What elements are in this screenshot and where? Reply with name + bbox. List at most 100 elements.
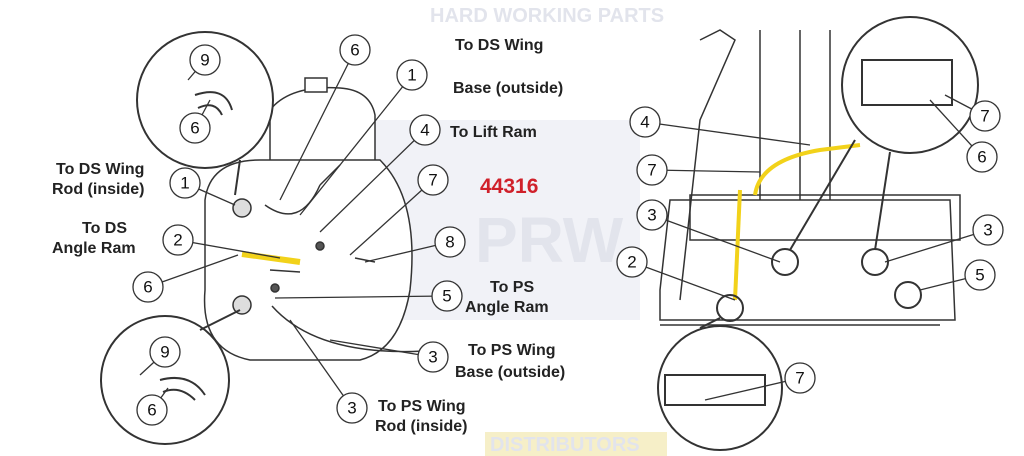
callout-number: 5	[975, 266, 984, 285]
leader-line	[319, 129, 426, 233]
callout-number: 3	[647, 206, 656, 225]
callout-number: 7	[428, 171, 437, 190]
watermark-top-text: HARD WORKING PARTS	[430, 5, 664, 27]
callout-circle	[136, 394, 168, 426]
callout-circle	[417, 341, 449, 373]
callout-11: 5	[274, 280, 463, 312]
callout-number: 6	[143, 278, 152, 297]
callout-number: 7	[980, 107, 989, 126]
label-ps-wing-rod-1: To PS Wing	[378, 398, 466, 415]
label-ds-angle-ram-1: To DS	[82, 220, 127, 237]
inset-bottom-right	[657, 325, 783, 451]
leader-line	[299, 74, 413, 216]
leader-line	[329, 339, 434, 358]
leader-line	[147, 254, 239, 288]
callout-number: 2	[627, 253, 636, 272]
callout-13: 6	[136, 387, 169, 426]
callout-21: 6	[929, 99, 998, 173]
watermark-bottom-text: DISTRIBUTORS	[490, 434, 640, 456]
leader-line	[631, 261, 736, 301]
callout-circle	[966, 141, 998, 173]
callout-number: 6	[147, 401, 156, 420]
label-ps-wing-rod-2: Rod (inside)	[375, 418, 467, 435]
inset-top-left	[136, 31, 274, 169]
label-ds-wing-rod-1: To DS Wing	[56, 161, 144, 178]
callout-number: 2	[173, 231, 182, 250]
callout-circle	[179, 112, 211, 144]
callout-1: 9	[187, 44, 221, 81]
callout-7: 1	[169, 167, 236, 206]
callout-number: 9	[200, 51, 209, 70]
callout-5: 4	[319, 114, 441, 233]
callout-number: 7	[647, 161, 656, 180]
callout-19: 2	[616, 246, 736, 301]
label-ds-angle-ram-2: Angle Ram	[52, 240, 136, 257]
leader-line	[651, 169, 761, 173]
callout-14: 3	[329, 339, 449, 373]
callout-number: 6	[350, 41, 359, 60]
callout-number: 3	[983, 221, 992, 240]
label-ds-wing-base-2: Base (outside)	[453, 80, 563, 97]
label-ps-angle-ram-2: Angle Ram	[465, 299, 549, 316]
leader-line	[274, 295, 448, 299]
callout-24: 7	[704, 362, 816, 401]
callout-circle	[969, 100, 1001, 132]
callout-9: 8	[364, 226, 466, 263]
callout-12: 9	[139, 336, 181, 376]
watermark-band	[485, 432, 667, 456]
callout-10: 6	[132, 254, 239, 303]
labels: To DS Wing Base (outside) To Lift Ram To…	[52, 37, 565, 435]
callout-number: 4	[420, 121, 429, 140]
callout-circle	[132, 271, 164, 303]
leader-line	[289, 319, 353, 409]
part-number: 44316	[480, 175, 538, 198]
callout-number: 4	[640, 113, 649, 132]
callout-circle	[189, 44, 221, 76]
callout-circle	[396, 59, 428, 91]
callout-15: 3	[289, 319, 368, 424]
valve-assembly	[203, 77, 441, 361]
callout-circle	[149, 336, 181, 368]
callout-circle	[636, 154, 668, 186]
watermark-brand: PRW	[475, 204, 624, 276]
callout-number: 6	[190, 119, 199, 138]
label-lift-ram: To Lift Ram	[450, 124, 537, 141]
leader-line	[651, 214, 781, 263]
callout-6: 7	[349, 164, 449, 256]
callout-circle	[784, 362, 816, 394]
leader-line	[279, 49, 356, 201]
callout-number: 8	[445, 233, 454, 252]
label-ds-wing-base-1: To DS Wing	[455, 37, 543, 54]
callout-circle	[409, 114, 441, 146]
callout-3: 6	[279, 34, 371, 201]
leader-line	[349, 179, 434, 256]
inset-circles	[100, 31, 274, 445]
callout-number: 6	[977, 148, 986, 167]
callout-circle	[434, 226, 466, 258]
callout-circle	[339, 34, 371, 66]
label-ds-wing-rod-2: Rod (inside)	[52, 181, 144, 198]
callout-number: 1	[180, 174, 189, 193]
callout-circle	[636, 199, 668, 231]
callout-circle	[162, 224, 194, 256]
label-ps-wing-base-1: To PS Wing	[468, 342, 556, 359]
callout-17: 7	[636, 154, 761, 186]
callout-circle	[417, 164, 449, 196]
callout-number: 5	[442, 287, 451, 306]
callout-18: 3	[636, 199, 781, 263]
leader-line	[704, 377, 801, 401]
inset-bottom-left	[100, 315, 230, 445]
callout-number: 7	[795, 369, 804, 388]
callout-23: 5	[919, 259, 996, 291]
callout-circle	[629, 106, 661, 138]
callout-20: 7	[944, 94, 1001, 132]
callout-8: 2	[162, 224, 281, 259]
callout-circle	[336, 392, 368, 424]
callout-4: 1	[299, 59, 428, 216]
leader-line	[884, 229, 989, 263]
plow-frame	[659, 29, 961, 326]
callout-circle	[964, 259, 996, 291]
